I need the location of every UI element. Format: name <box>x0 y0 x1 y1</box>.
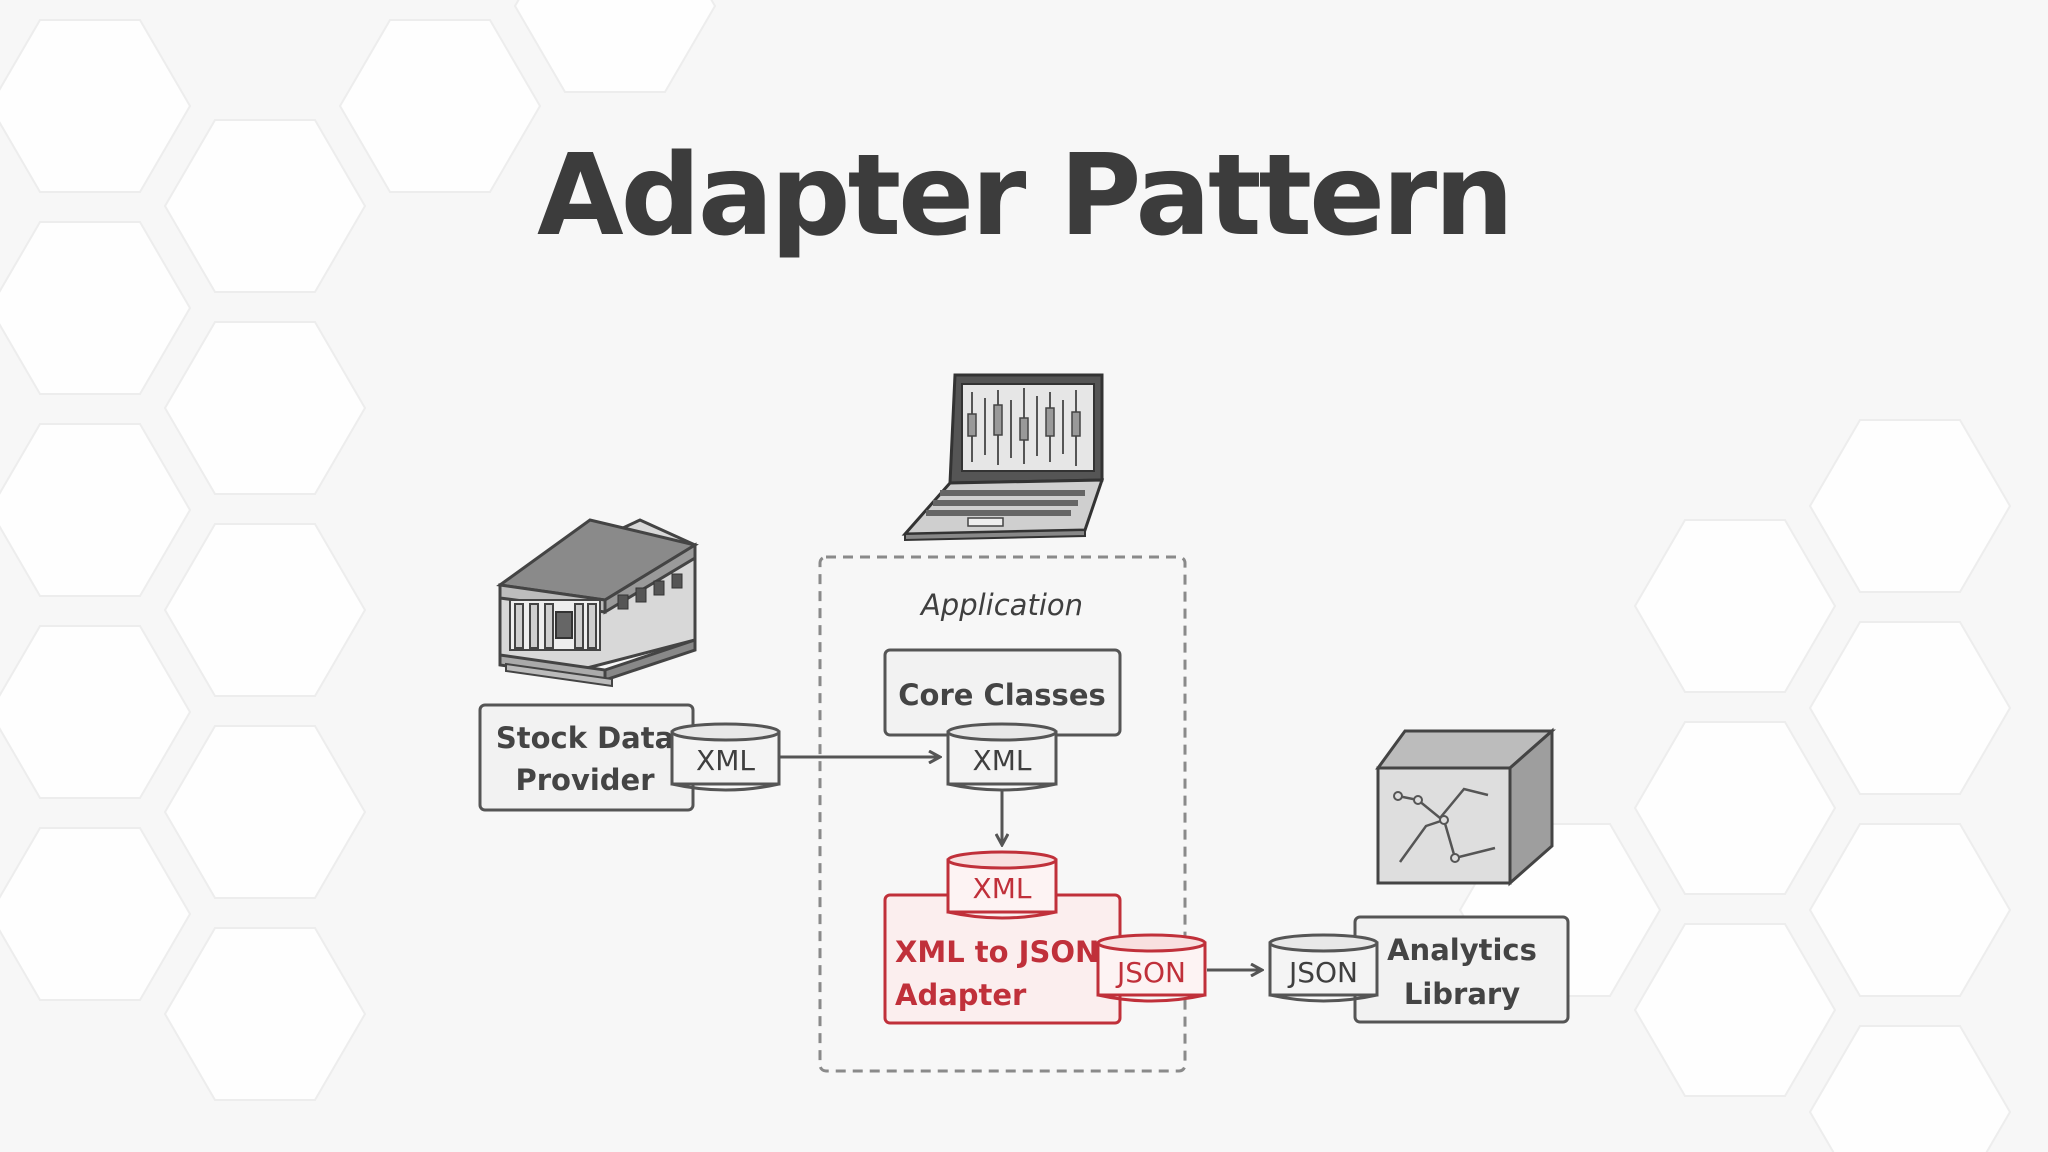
core-xml-port: XML <box>946 722 1058 792</box>
bank-building-icon <box>496 518 699 688</box>
application-label: Application <box>919 588 1083 622</box>
provider-xml-port: XML <box>670 722 781 792</box>
analytics-library-line1: Analytics <box>1387 933 1537 967</box>
adapter-json-port: JSON <box>1096 933 1207 1003</box>
stock-provider-line2: Provider <box>515 763 655 797</box>
application-container <box>818 555 1187 1073</box>
box-chart-icon <box>1375 727 1556 887</box>
adapter-line1: XML to JSON <box>895 935 1099 969</box>
adapter-xml-label: XML <box>973 872 1032 905</box>
core-classes-label: Core Classes <box>898 678 1106 712</box>
laptop-chart-icon <box>901 373 1105 542</box>
adapter-line2: Adapter <box>895 978 1027 1012</box>
core-xml-label: XML <box>973 744 1032 777</box>
page-title: Adapter Pattern <box>537 131 1514 261</box>
library-json-port: JSON <box>1268 933 1379 1003</box>
library-json-label: JSON <box>1287 956 1358 989</box>
stock-provider-line1: Stock Data <box>496 721 674 755</box>
provider-xml-label: XML <box>696 744 755 777</box>
adapter-xml-port: XML <box>946 850 1058 920</box>
adapter-json-label: JSON <box>1115 956 1186 989</box>
analytics-library-line2: Library <box>1404 977 1520 1011</box>
